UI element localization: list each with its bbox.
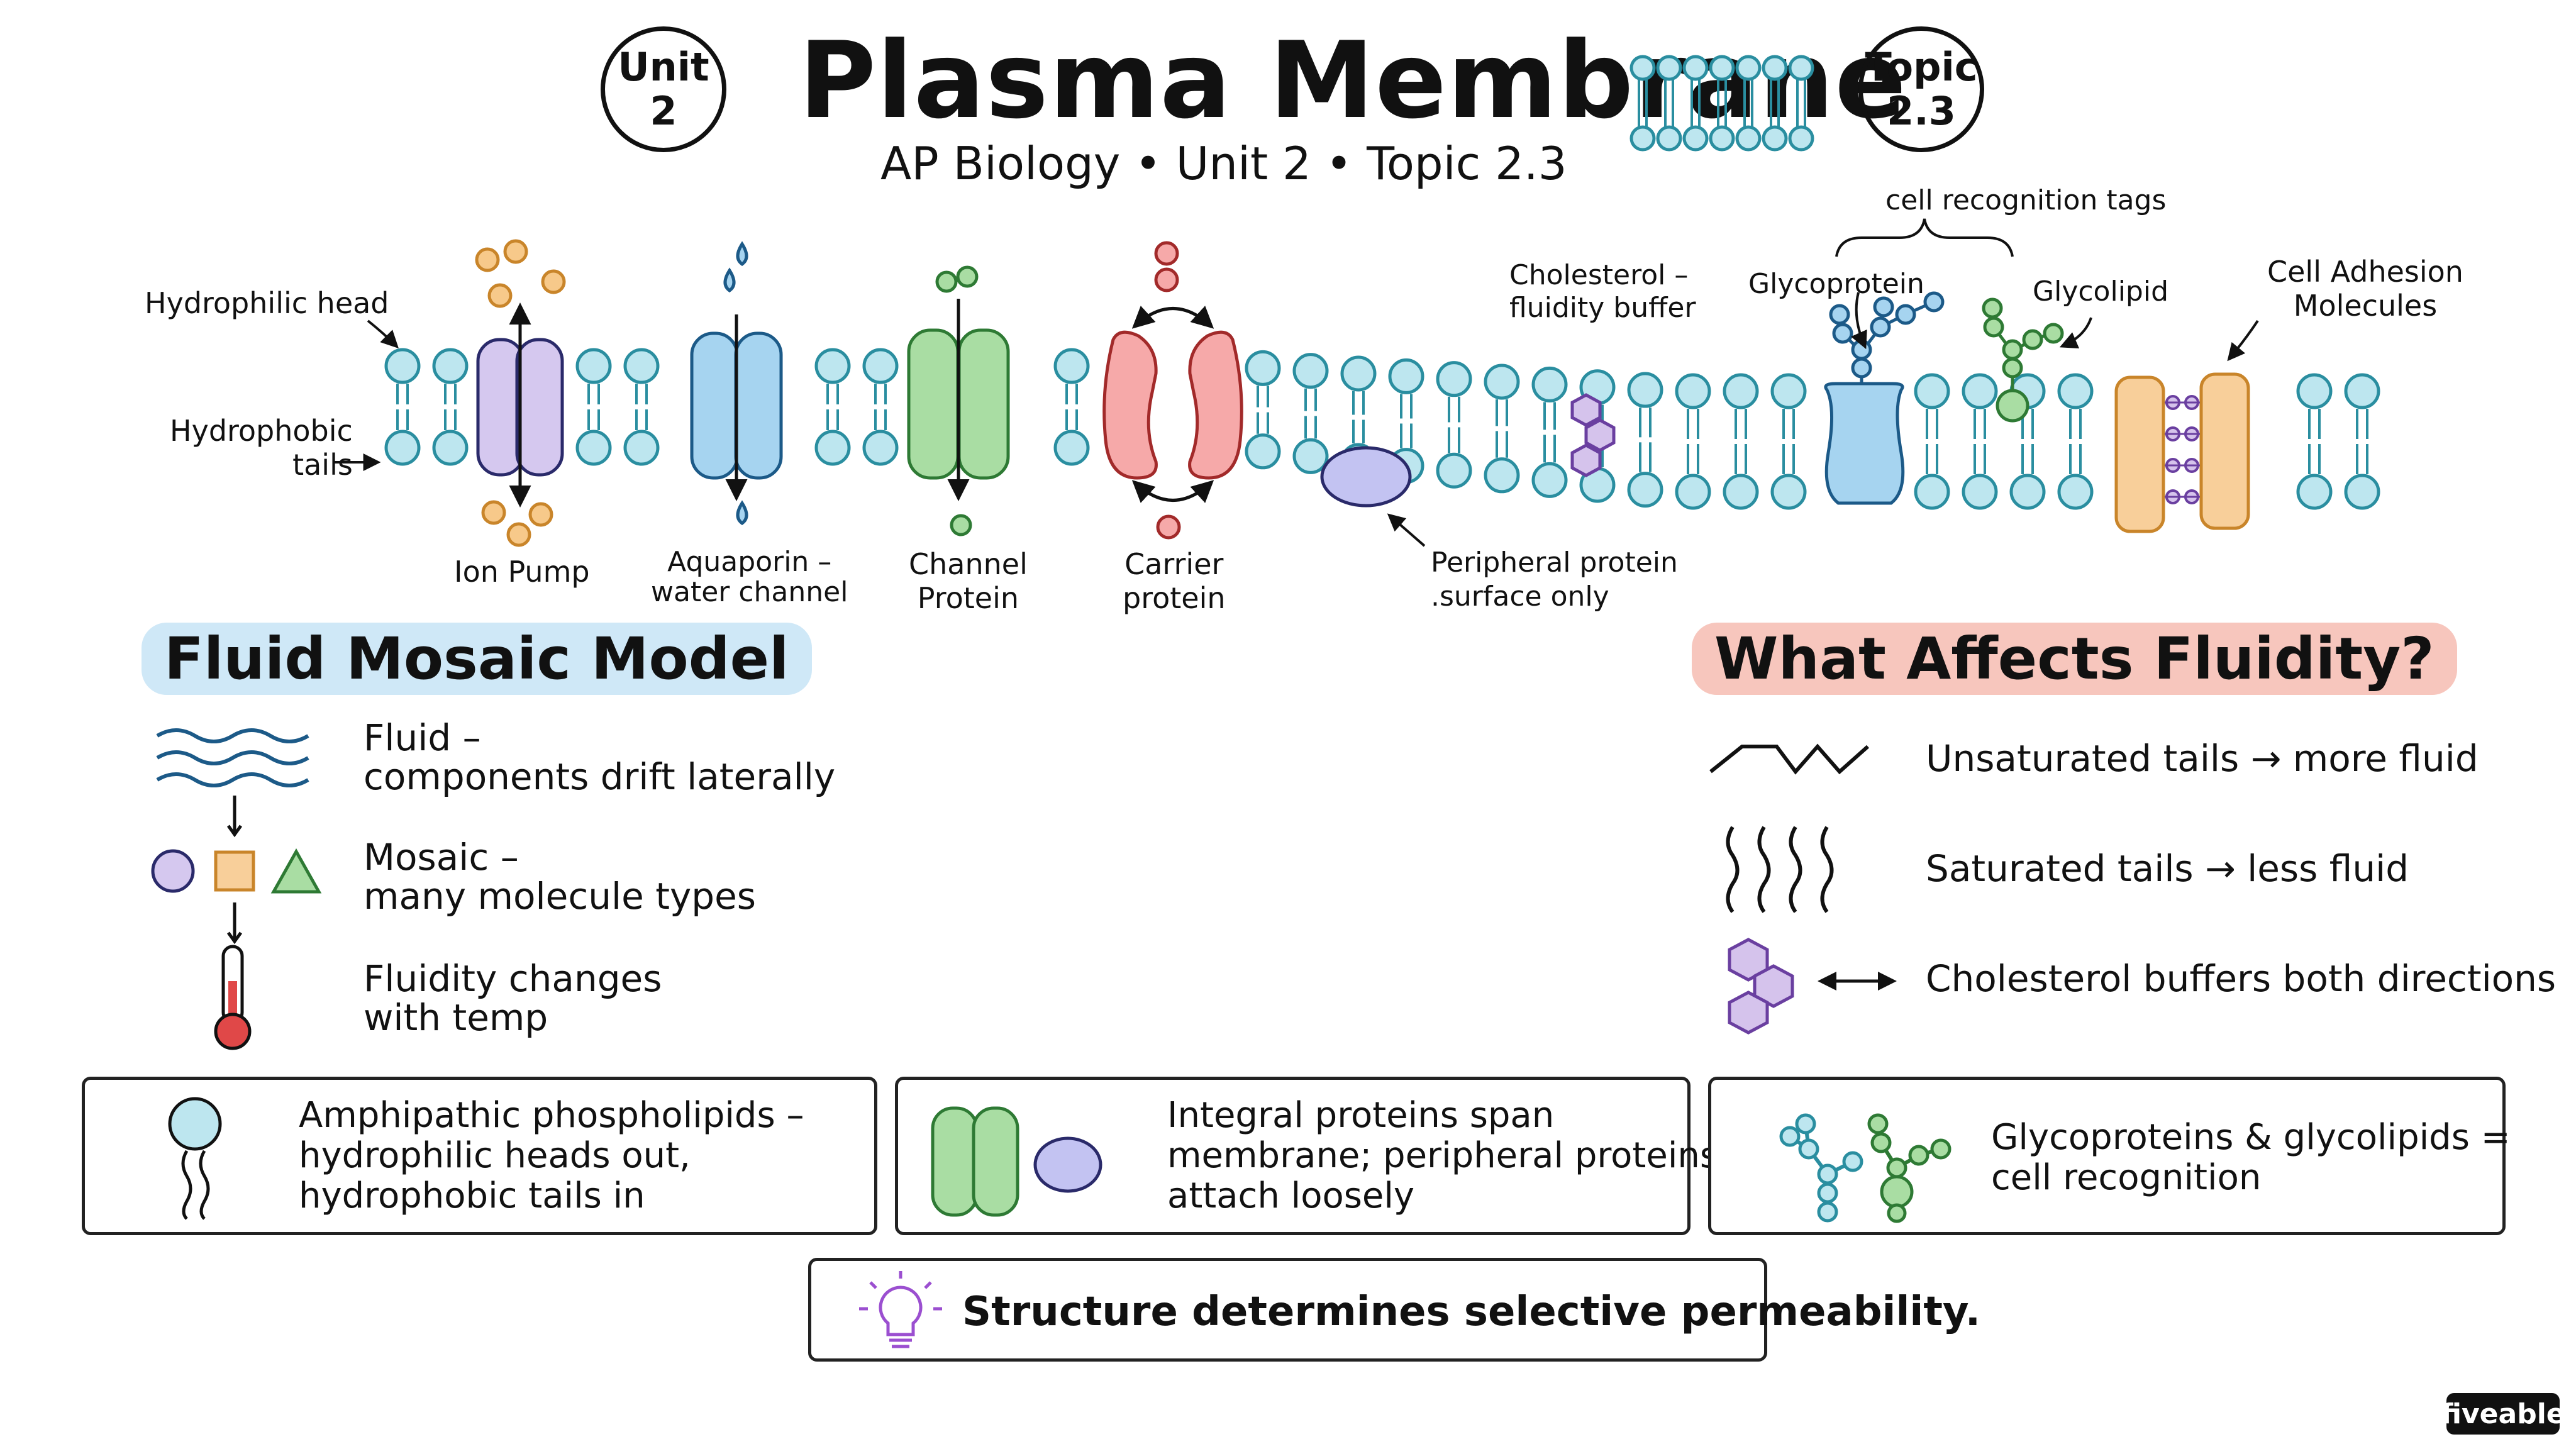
cell-adhesion-molecules bbox=[2114, 372, 2250, 533]
key-takeaway-text: Structure determines selective permeabil… bbox=[962, 1289, 1981, 1335]
cholesterol-icon bbox=[1728, 938, 1897, 1035]
topic-badge: Topic 2.3 bbox=[1858, 26, 1984, 152]
channel-protein bbox=[907, 265, 1010, 536]
summary-box-proteins: Integral proteins span membrane; periphe… bbox=[895, 1077, 1718, 1235]
ion-pump-protein bbox=[475, 239, 566, 547]
unit-badge: Unit 2 bbox=[601, 26, 726, 152]
topic-badge-label: Topic bbox=[1865, 44, 1978, 90]
summary-text-phospholipids: Amphipathic phospholipids – hydrophilic … bbox=[299, 1095, 804, 1216]
unit-badge-label: Unit bbox=[618, 44, 709, 90]
label-cell-adhesion: Cell Adhesion Molecules bbox=[2267, 255, 2463, 323]
phospholipid-bilayer bbox=[384, 348, 2380, 510]
label-glycolipid: Glycolipid bbox=[2033, 275, 2169, 308]
saturated-tails-item: Saturated tails → less fluid bbox=[1926, 847, 2409, 890]
label-cholesterol: Cholesterol – fluidity buffer bbox=[1509, 259, 1696, 324]
lightbulb-icon bbox=[859, 1271, 942, 1348]
label-ion-pump: Ion Pump bbox=[454, 555, 590, 589]
summary-text-recognition: Glycoproteins & glycolipids = cell recog… bbox=[1991, 1117, 2511, 1198]
phospholipid-icon bbox=[168, 1097, 222, 1220]
temperature-item: Fluidity changes with temp bbox=[364, 957, 662, 1039]
label-hydrophobic-tails: Hydrophobic tails bbox=[170, 414, 353, 482]
mosaic-item: Mosaic – many molecule types bbox=[364, 836, 757, 918]
proteins-icon bbox=[931, 1106, 1102, 1217]
label-aquaporin: Aquaporin – water channel bbox=[651, 546, 848, 608]
label-hydrophilic-head: Hydrophilic head bbox=[145, 286, 389, 320]
cholesterol-molecule bbox=[1570, 393, 1616, 477]
label-carrier-protein: Carrier protein bbox=[1123, 547, 1226, 615]
aquaporin-protein bbox=[690, 241, 783, 526]
water-drop-icon bbox=[723, 267, 736, 293]
shapes-icon bbox=[151, 848, 322, 894]
page-subtitle: AP Biology • Unit 2 • Topic 2.3 bbox=[880, 137, 1567, 190]
kinked-tail-icon bbox=[1709, 743, 1869, 775]
water-drop-icon bbox=[736, 500, 748, 526]
fluidity-factors-heading: What Affects Fluidity? bbox=[1692, 623, 2457, 695]
label-cell-recognition-tags: cell recognition tags bbox=[1885, 184, 2167, 216]
peripheral-protein bbox=[1320, 446, 1412, 508]
membrane-diagram bbox=[333, 218, 2380, 547]
label-peripheral-protein: Peripheral protein .surface only bbox=[1431, 547, 1678, 613]
key-takeaway-box: Structure determines selective permeabil… bbox=[808, 1258, 1980, 1362]
summary-text-proteins: Integral proteins span membrane; periphe… bbox=[1167, 1095, 1719, 1216]
topic-badge-number: 2.3 bbox=[1887, 88, 1956, 134]
water-drop-icon bbox=[736, 241, 748, 267]
waves-icon bbox=[156, 728, 309, 787]
straight-tails-icon bbox=[1726, 826, 1834, 913]
fluid-mosaic-heading: Fluid Mosaic Model bbox=[142, 623, 812, 695]
unsaturated-tails-item: Unsaturated tails → more fluid bbox=[1926, 737, 2479, 780]
arrow-down-icon bbox=[226, 902, 243, 945]
summary-box-recognition: Glycoproteins & glycolipids = cell recog… bbox=[1708, 1077, 2511, 1235]
thermometer-icon bbox=[214, 945, 252, 1050]
cholesterol-item: Cholesterol buffers both directions bbox=[1926, 957, 2557, 1000]
carrier-protein bbox=[1102, 241, 1243, 540]
glycolipid bbox=[1982, 297, 2064, 423]
bilayer-mini-icon bbox=[1629, 55, 1814, 152]
unit-badge-number: 2 bbox=[650, 88, 677, 134]
glyco-icon bbox=[1779, 1113, 1951, 1223]
summary-box-phospholipids: Amphipathic phospholipids – hydrophilic … bbox=[82, 1077, 877, 1235]
label-glycoprotein: Glycoprotein bbox=[1748, 268, 1924, 300]
arrow-down-icon bbox=[226, 796, 243, 838]
label-channel-protein: Channel Protein bbox=[909, 547, 1028, 615]
brand-logo: fiveable bbox=[2441, 1393, 2565, 1435]
fluid-item: Fluid – components drift laterally bbox=[364, 716, 836, 798]
